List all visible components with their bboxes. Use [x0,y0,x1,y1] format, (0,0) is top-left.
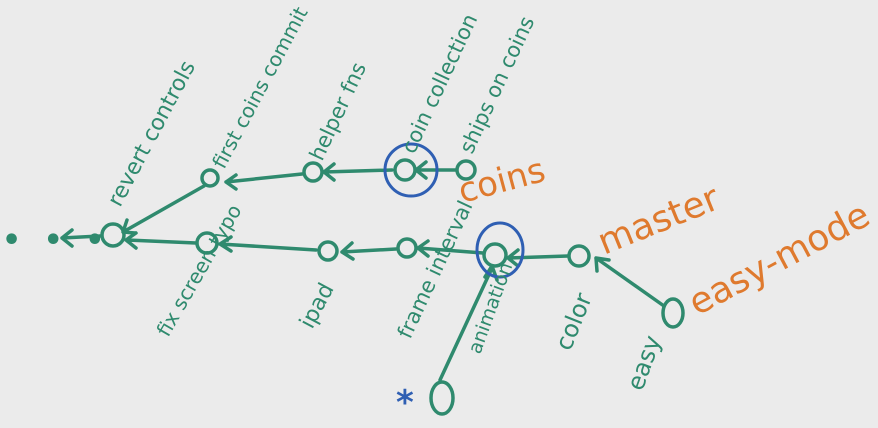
edge-helper-to-first-coins [224,172,304,191]
highlight-circle-animation [475,221,525,279]
label-easy: easy [621,332,667,394]
edge-color-to-animation [506,248,570,268]
commit-node-frame-interval [396,237,418,259]
label-ipad: ipad [295,279,339,333]
edge-ipad-to-fix-typo [218,235,318,253]
commit-node-fix-screen-typo [195,231,219,255]
label-first-coins-commit: first coins commit [207,3,312,173]
label-fix-screen-typo: fix screen typo [152,200,247,340]
edge-animation-to-frame [416,239,485,258]
edge-easy-to-color [594,256,666,308]
highlight-circle-coin-collection [383,142,439,198]
edge-fix-typo-to-revert [124,231,198,250]
branch-label-master: master [592,178,725,264]
edge-coin-collection-to-helper [322,162,394,182]
label-helper-fns: helper fns [305,59,371,165]
asterisk-marker: * [396,383,414,423]
commit-node-ipad [317,240,339,262]
branch-label-coins: coins [454,150,550,211]
commit-node-ships-on-coins [455,159,477,181]
commit-node-first-coins [200,168,220,188]
commit-node-revert-controls [100,222,126,248]
history-ellipsis: • • • [2,223,110,258]
commit-node-color [567,244,591,268]
label-revert: revert controls [103,57,201,211]
commit-node-coin-collection [393,158,417,182]
label-color: color [550,289,598,354]
label-frame-interval: frame interval [393,197,478,342]
commit-node-easy [661,297,685,329]
commit-node-animation [482,242,508,268]
edge-frame-to-ipad [340,241,398,261]
commit-node-detached [429,380,455,416]
commit-node-helper-fns [302,161,324,183]
edge-first-coins-to-revert [121,184,206,235]
arrow-to-ellipsis [60,228,102,248]
